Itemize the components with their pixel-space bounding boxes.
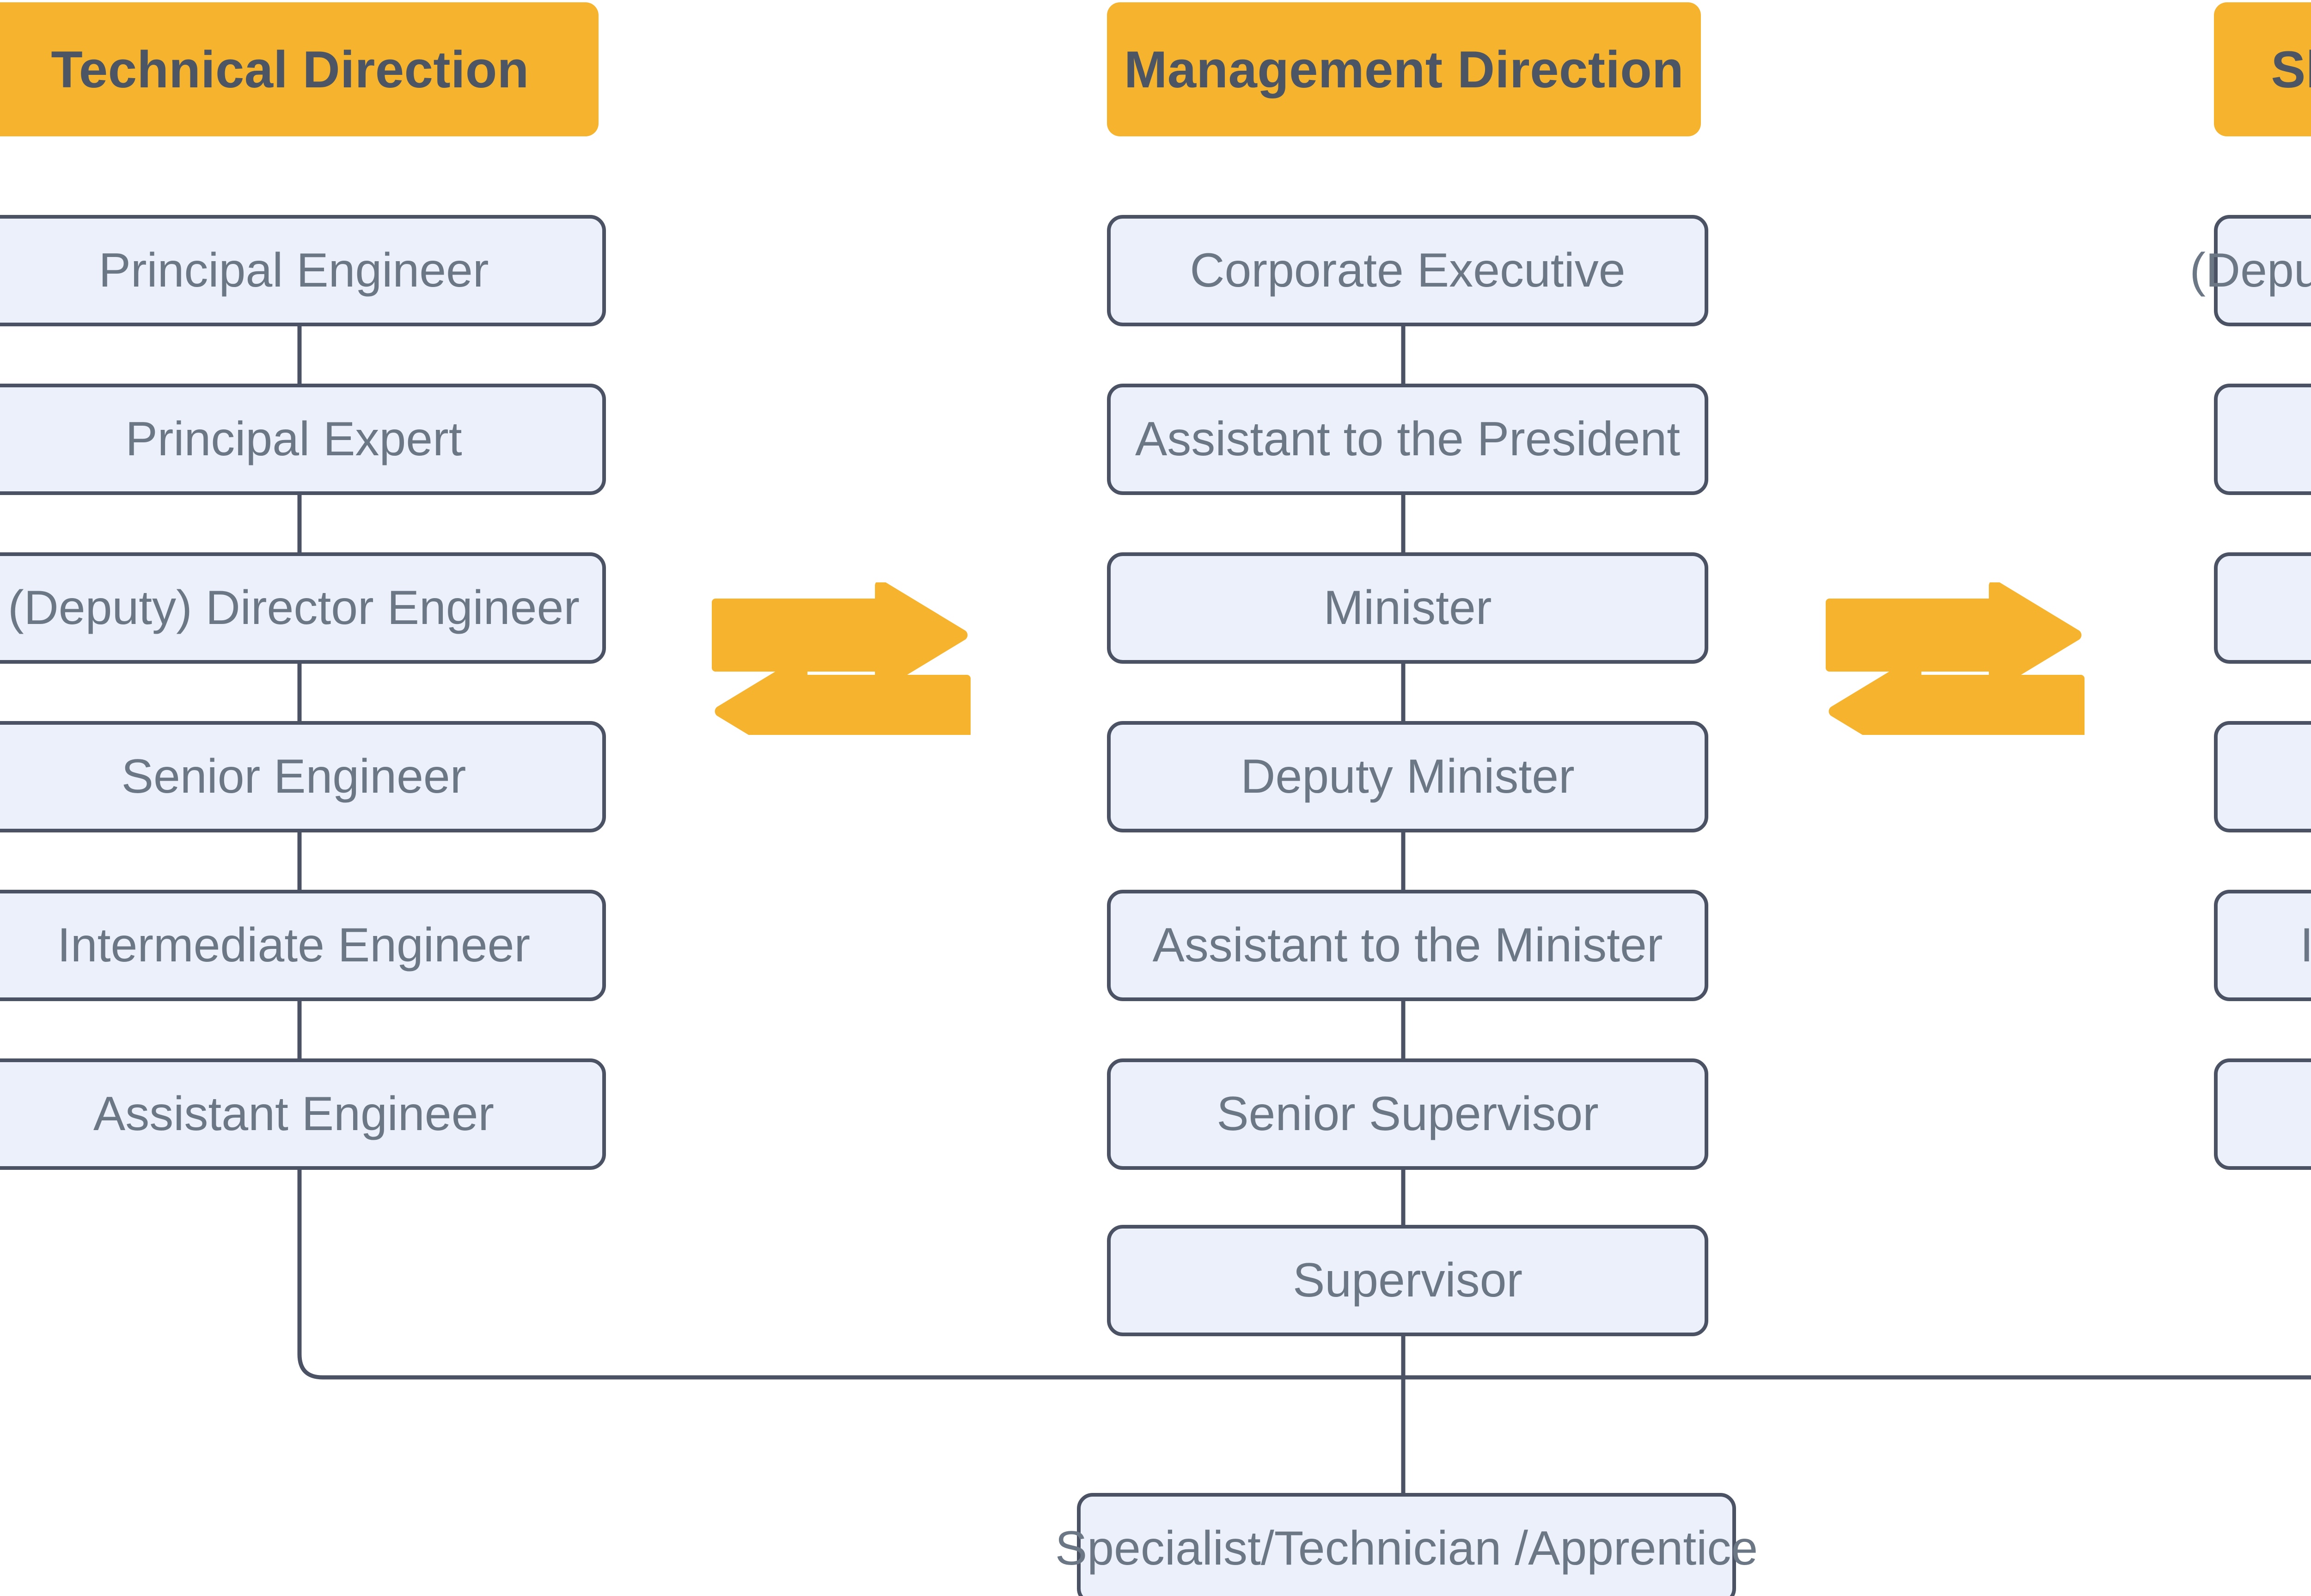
exchange-arrows-management-skill xyxy=(1826,580,2085,767)
node-intermediate-engineer[interactable]: Intermediate Engineer xyxy=(0,890,606,1001)
node-deputy-director-engineer[interactable]: (Deputy) Director Engineer xyxy=(0,552,606,664)
node-principal-engineer[interactable]: Principal Engineer xyxy=(0,215,606,326)
node-label: Senior Supervisor xyxy=(1217,1087,1599,1141)
node-specialist-technician-apprentice[interactable]: Specialist/Technician /Apprentice xyxy=(1055,1493,1758,1596)
node-senior-supervisor[interactable]: Senior Supervisor xyxy=(1107,1058,1708,1170)
node-label: Supervisor xyxy=(1292,1254,1523,1307)
header-label: Management Direction xyxy=(1124,40,1684,98)
node-label: Principal Engineer xyxy=(98,244,489,297)
header-technical-direction[interactable]: Technical Direction xyxy=(0,2,599,136)
node-intermediate-laborer[interactable]: Intermediate Laborer xyxy=(2214,890,2311,1001)
node-deputy-minister[interactable]: Deputy Minister xyxy=(1107,721,1708,832)
arrow-right-icon xyxy=(712,580,968,691)
node-deputy-supervisor-technician[interactable]: (Deputy) Supervisor Technician xyxy=(2189,215,2311,326)
node-senior-technician[interactable]: Senior Technician xyxy=(2214,384,2311,495)
node-label: Assistant Engineer xyxy=(93,1087,495,1141)
node-assistant-to-the-minister[interactable]: Assistant to the Minister xyxy=(1107,890,1708,1001)
node-label: Principal Expert xyxy=(125,412,462,466)
node-label: Minister xyxy=(1323,581,1492,635)
node-label: Assistant to the Minister xyxy=(1152,918,1663,972)
node-label: Corporate Executive xyxy=(1190,244,1626,297)
header-skill-level-direction[interactable]: Skill Level Direction xyxy=(2214,2,2311,136)
header-label: Skill Level Direction xyxy=(2271,40,2311,98)
node-supervisor[interactable]: Supervisor xyxy=(1107,1225,1708,1336)
node-corporate-executive[interactable]: Corporate Executive xyxy=(1107,215,1708,326)
node-label: Deputy Minister xyxy=(1241,750,1575,803)
node-label: Specialist/Technician /Apprentice xyxy=(1055,1522,1758,1575)
arrow-right-icon xyxy=(1826,580,2082,691)
node-principal-expert[interactable]: Principal Expert xyxy=(0,384,606,495)
node-junior-laborer[interactable]: Junior Laborer xyxy=(2214,1058,2311,1170)
node-label: (Deputy) Director Engineer xyxy=(8,581,580,635)
header-label: Technical Direction xyxy=(51,40,529,98)
node-assistant-engineer[interactable]: Assistant Engineer xyxy=(0,1058,606,1170)
node-label: (Deputy) Supervisor Technician xyxy=(2189,244,2311,297)
node-label: Intermediate Laborer xyxy=(2300,918,2311,972)
node-label: Intermediate Engineer xyxy=(57,918,531,972)
node-minister[interactable]: Minister xyxy=(1107,552,1708,664)
node-senior-laborer[interactable]: Senior Laborer xyxy=(2214,721,2311,832)
node-technician[interactable]: Technician xyxy=(2214,552,2311,664)
node-assistant-to-the-president[interactable]: Assistant to the President xyxy=(1107,384,1708,495)
node-label: Senior Engineer xyxy=(121,750,466,803)
node-label: Assistant to the President xyxy=(1135,412,1681,466)
node-senior-engineer[interactable]: Senior Engineer xyxy=(0,721,606,832)
header-management-direction[interactable]: Management Direction xyxy=(1107,2,1701,136)
exchange-arrows-technical-management xyxy=(712,580,971,767)
